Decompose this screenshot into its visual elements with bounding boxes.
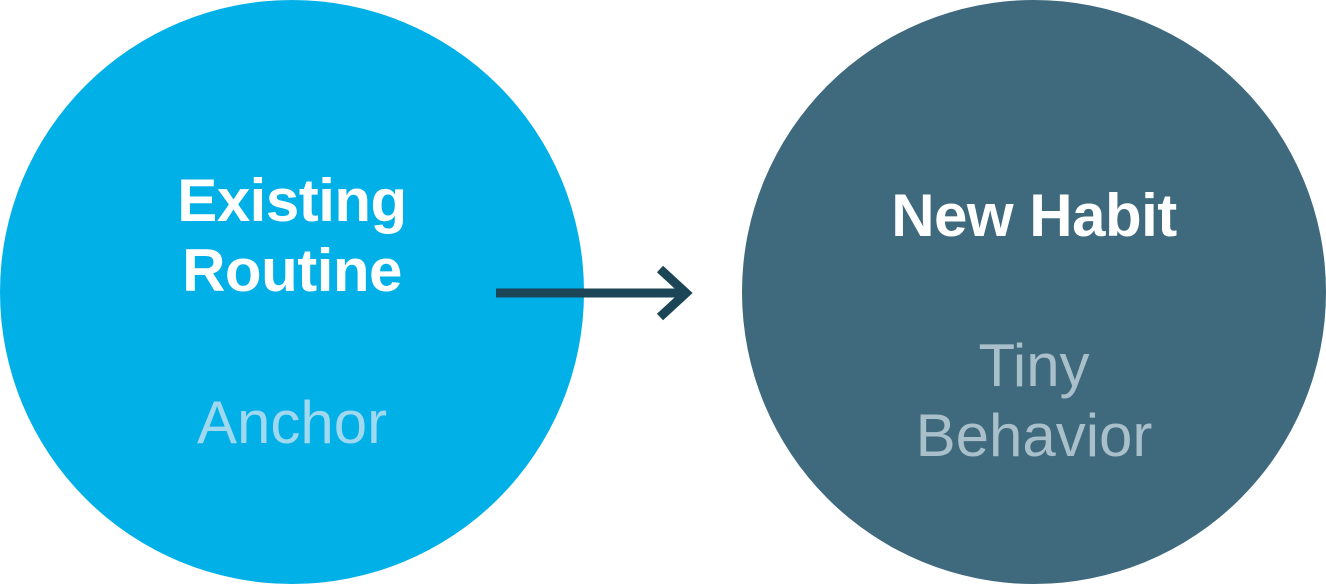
arrow-right-icon	[496, 265, 693, 321]
tiny-behavior-line1: Tiny	[978, 332, 1090, 399]
existing-routine-title-line2: Routine	[182, 237, 402, 304]
existing-routine-circle: Existing Routine Anchor	[0, 0, 584, 584]
anchor-label: Anchor	[196, 389, 388, 456]
arrow-head	[656, 265, 693, 321]
new-habit-title: New Habit	[891, 182, 1177, 249]
existing-routine-title: Existing Routine	[0, 166, 584, 306]
tiny-behavior-label: Tiny Behavior	[742, 331, 1326, 471]
tiny-behavior-line2: Behavior	[915, 402, 1153, 469]
new-habit-circle: New Habit Tiny Behavior	[742, 0, 1326, 584]
existing-routine-title-line1: Existing	[177, 167, 407, 234]
